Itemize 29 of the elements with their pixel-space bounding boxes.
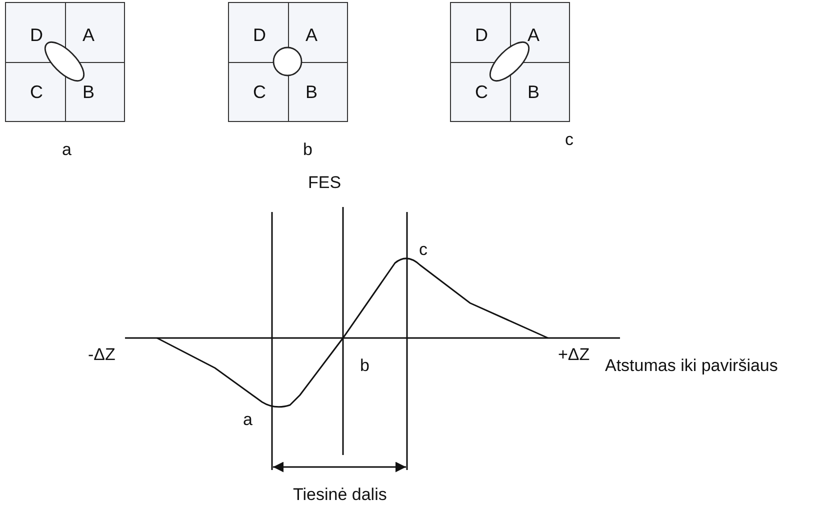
quadrant-letter: C xyxy=(253,82,266,102)
quadrant-letter: A xyxy=(82,25,95,46)
detector-quadrant xyxy=(6,3,66,63)
quadrant-letter: A xyxy=(306,25,318,46)
point-label: c xyxy=(419,240,428,260)
quadrant-letter: A xyxy=(528,25,540,46)
detector-quadrant xyxy=(451,3,511,63)
detector-caption: b xyxy=(303,140,312,160)
axis-end-label: +ΔZ xyxy=(558,345,590,365)
dimension-label: Tiesinė dalis xyxy=(293,485,387,505)
point-label: a xyxy=(243,410,252,430)
quadrant-letter: D xyxy=(30,25,43,46)
axis-end-label: -ΔZ xyxy=(88,345,116,365)
quadrant-letter: D xyxy=(253,25,266,46)
quadrant-letter: B xyxy=(82,82,95,102)
detector-quadrant xyxy=(229,3,289,63)
quadrant-letter: C xyxy=(30,82,43,102)
detector-caption: a xyxy=(62,140,72,160)
axis-label: FES xyxy=(308,173,342,193)
photodetector-square xyxy=(228,2,348,122)
photodetector-square xyxy=(450,2,570,122)
detector-caption: c xyxy=(565,130,574,150)
photodetector-square xyxy=(5,2,125,122)
quadrant-letter: D xyxy=(475,25,488,46)
quadrant-letter: B xyxy=(528,82,540,102)
axis-label: Atstumas iki paviršiaus xyxy=(605,356,778,376)
quadrant-letter: C xyxy=(475,82,488,102)
quadrant-letter: B xyxy=(306,82,318,102)
point-label: b xyxy=(360,356,370,376)
